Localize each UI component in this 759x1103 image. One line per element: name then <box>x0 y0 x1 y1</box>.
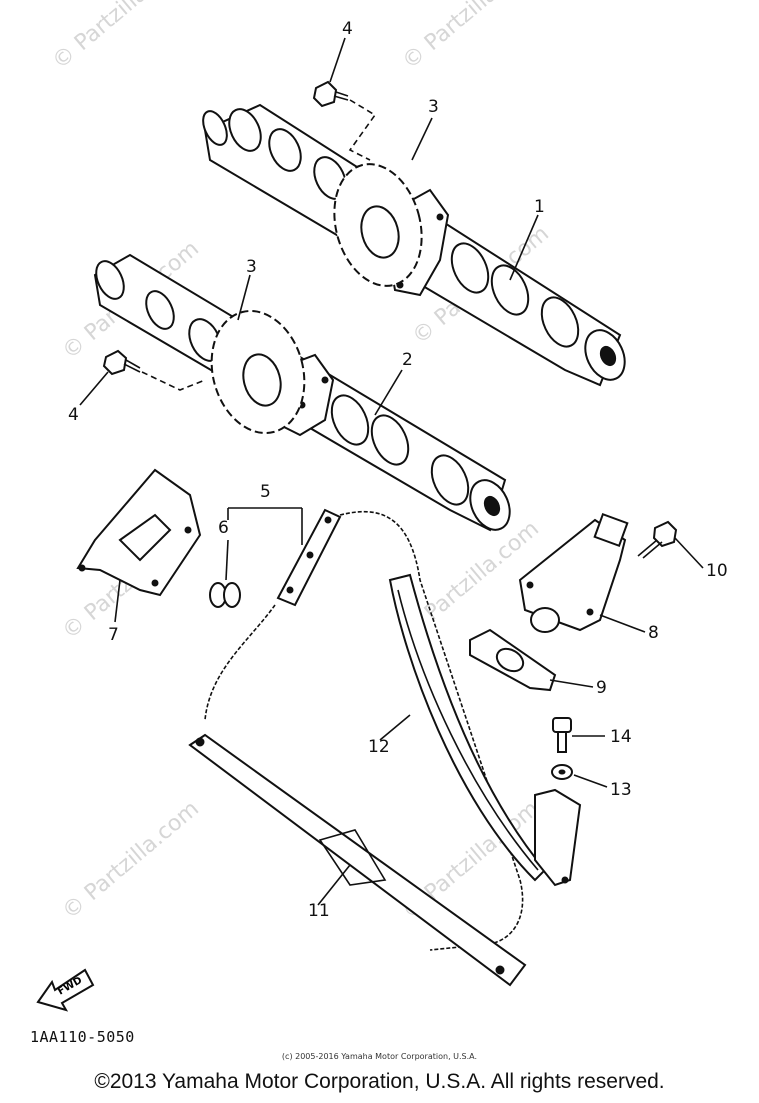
tensioner-bolt[interactable] <box>637 520 678 559</box>
fwd-arrow-icon: FWD <box>36 968 95 1012</box>
callout-5: 5 <box>260 482 271 502</box>
callout-1: 1 <box>534 197 545 217</box>
callout-12: 12 <box>368 737 390 757</box>
watermark: © Partzilla.com <box>48 0 194 75</box>
cam-chain-loop <box>204 510 524 951</box>
callout-labels: 4 3 1 3 2 4 5 6 7 8 9 10 11 12 13 14 <box>68 19 728 921</box>
sprocket-bolt-upper[interactable] <box>312 80 377 161</box>
callout-14: 14 <box>610 727 632 747</box>
cam-sprocket-lower[interactable] <box>198 300 317 443</box>
guide-stopper-bolt[interactable] <box>552 717 572 753</box>
tensioner-gasket[interactable] <box>469 628 557 692</box>
callout-10: 10 <box>706 561 728 581</box>
tensioner-guide[interactable] <box>188 733 527 987</box>
cam-sprocket-upper[interactable] <box>321 154 434 296</box>
washer[interactable] <box>551 764 573 780</box>
chain-tensioner[interactable] <box>518 512 629 633</box>
callout-4: 4 <box>68 405 79 425</box>
copyright-notice: ©2013 Yamaha Motor Corporation, U.S.A. A… <box>94 1070 665 1093</box>
chain-guide-long[interactable] <box>388 573 547 882</box>
guide-stopper-bracket[interactable] <box>534 788 582 887</box>
callout-6: 6 <box>218 518 229 538</box>
watermark: © Partzilla.com <box>398 0 544 75</box>
chain-joint-link[interactable] <box>209 582 241 608</box>
callout-13: 13 <box>610 780 632 800</box>
callout-7: 7 <box>108 625 119 645</box>
callout-3: 3 <box>246 257 257 277</box>
callout-4: 4 <box>342 19 353 39</box>
callout-3: 3 <box>428 97 439 117</box>
leader-lines <box>79 37 704 906</box>
callout-9: 9 <box>596 678 607 698</box>
callout-8: 8 <box>648 623 659 643</box>
callout-2: 2 <box>402 350 413 370</box>
watermark: © Partzilla.com <box>58 796 204 924</box>
sprocket-bolt-lower[interactable] <box>102 349 206 391</box>
small-copyright: (c) 2005-2016 Yamaha Motor Corporation, … <box>281 1052 478 1061</box>
chain-guide-top[interactable] <box>76 468 202 597</box>
cam-chain-segment[interactable] <box>276 508 342 607</box>
diagram-code: 1AA110-5050 <box>30 1028 135 1046</box>
callout-11: 11 <box>308 901 330 921</box>
